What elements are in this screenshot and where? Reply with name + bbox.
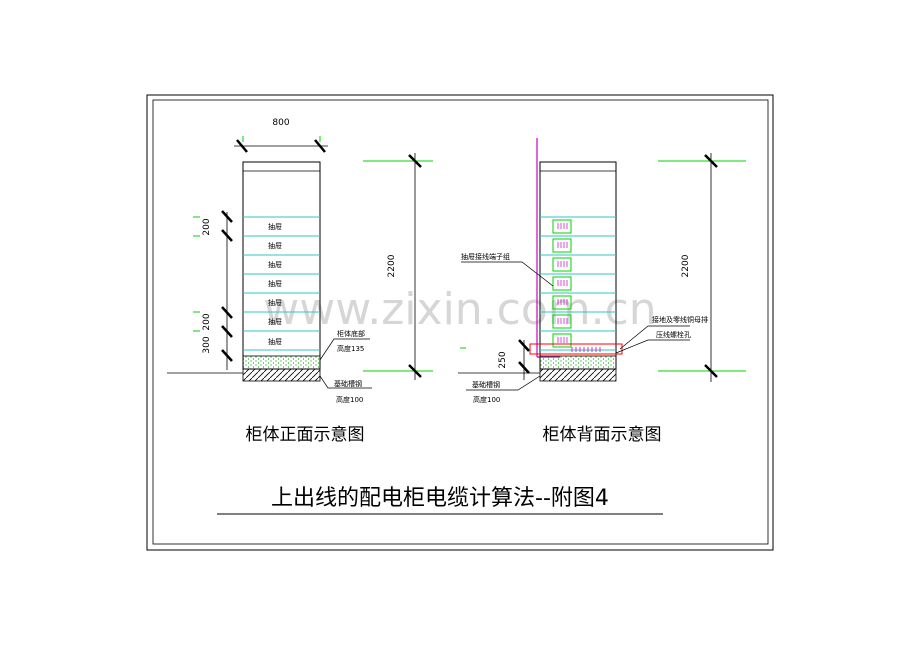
back-drawer-lines xyxy=(540,216,616,351)
back-cabinet-body xyxy=(539,161,617,370)
front-drawer-dimension: 200 xyxy=(202,218,212,235)
back-terminal-pins xyxy=(557,223,568,343)
front-drawer-label: 抽屉 xyxy=(268,260,282,269)
front-drawer-label: 抽屉 xyxy=(268,298,282,307)
front-drawer-label: 抽屉 xyxy=(268,222,282,231)
back-bolt-holes xyxy=(571,347,601,352)
front-drawer-lines xyxy=(243,216,320,351)
front-drawer-label: 抽屉 xyxy=(268,241,282,250)
back-bolt-label: 压线螺栓孔 xyxy=(656,330,691,339)
front-base-label: 柜体底部 xyxy=(337,329,365,338)
back-base-dimension: 250 xyxy=(498,351,508,368)
back-height-dimension: 2200 xyxy=(681,254,691,277)
outer-frame xyxy=(146,94,774,551)
back-view: 250 2200 抽屉接线端子组 接地及零线铜母排 压线螺栓孔 基础槽钢 高度1… xyxy=(458,138,746,445)
front-channel-height: 高度100 xyxy=(336,395,363,404)
front-width-dimension: 800 xyxy=(272,118,289,128)
back-base-area xyxy=(539,355,617,370)
back-busbar-label: 接地及零线铜母排 xyxy=(652,315,708,324)
front-base-area xyxy=(242,355,321,370)
back-terminal-groups xyxy=(552,219,572,348)
back-channel-label: 基础槽钢 xyxy=(472,380,500,389)
inner-frame xyxy=(152,99,769,545)
front-drawer-label: 抽屉 xyxy=(268,317,282,326)
back-channel-steel xyxy=(539,368,617,382)
front-drawer-dimension: 200 xyxy=(202,313,212,330)
back-busbar-highlight xyxy=(529,343,623,355)
front-height-dimension: 2200 xyxy=(387,254,397,277)
back-caption: 柜体背面示意图 xyxy=(543,425,662,445)
back-channel-height: 高度100 xyxy=(473,395,500,404)
watermark: www.zixin.com.cn xyxy=(263,284,656,335)
front-base-dimension: 300 xyxy=(202,336,212,353)
front-channel-label: 基础槽钢 xyxy=(334,379,362,388)
front-base-height: 高度135 xyxy=(337,344,364,353)
front-view: 抽屉 抽屉 抽屉 抽屉 抽屉 抽屉 抽屉 800 200 200 300 xyxy=(167,118,433,445)
front-channel-steel xyxy=(242,368,321,382)
drawing-title: 上出线的配电柜电缆计算法--附图4 xyxy=(271,486,609,511)
front-drawer-label: 抽屉 xyxy=(268,279,282,288)
front-caption: 柜体正面示意图 xyxy=(246,425,365,445)
front-drawer-label: 抽屉 xyxy=(268,337,282,346)
back-terminal-label: 抽屉接线端子组 xyxy=(461,252,510,261)
